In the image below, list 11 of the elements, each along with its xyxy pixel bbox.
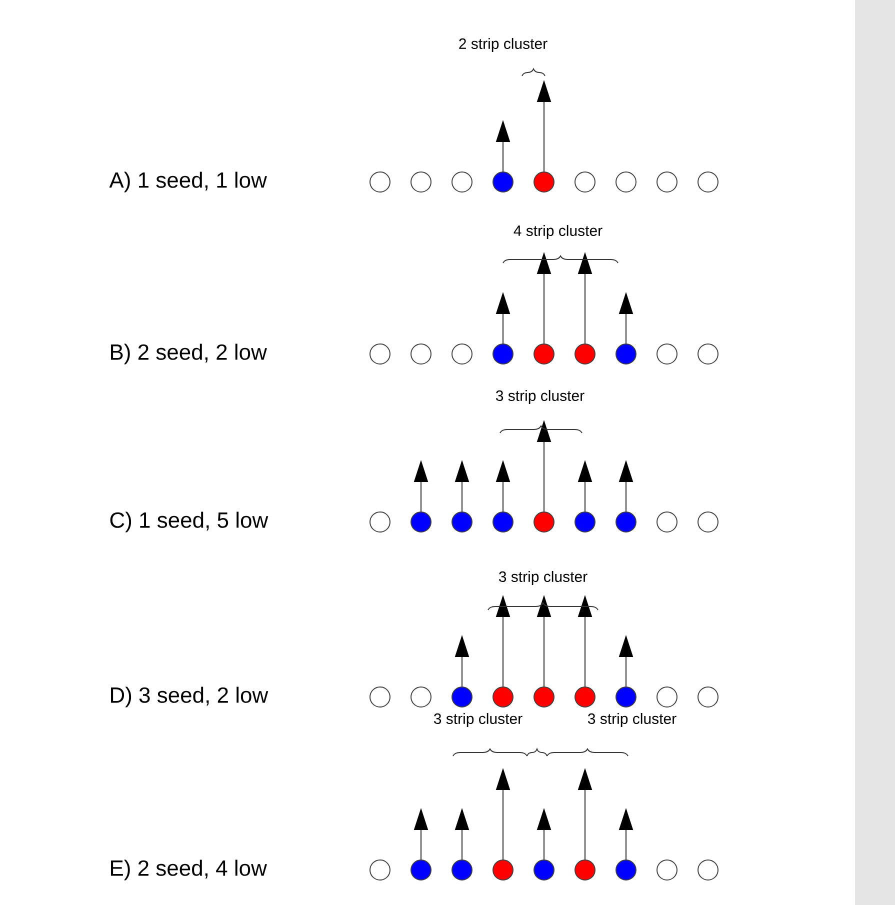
cluster-label: 3 strip cluster: [498, 571, 588, 585]
cluster-label: 3 strip cluster: [588, 713, 676, 727]
cluster-label: 3 strip cluster: [434, 713, 522, 727]
cluster-label: 2 strip cluster: [459, 38, 548, 52]
cluster-label: 3 strip cluster: [496, 390, 584, 404]
row-label: A) 1 seed, 1 low: [109, 172, 267, 192]
row-label: E) 2 seed, 4 low: [111, 860, 267, 880]
cluster-label: 4 strip cluster: [514, 225, 602, 239]
row-label: B) 2 seed, 2 low: [111, 344, 267, 364]
row-label: C) 1 seed, 5 low: [110, 512, 268, 532]
row-label: D) 3 seed, 2 low: [111, 686, 268, 708]
